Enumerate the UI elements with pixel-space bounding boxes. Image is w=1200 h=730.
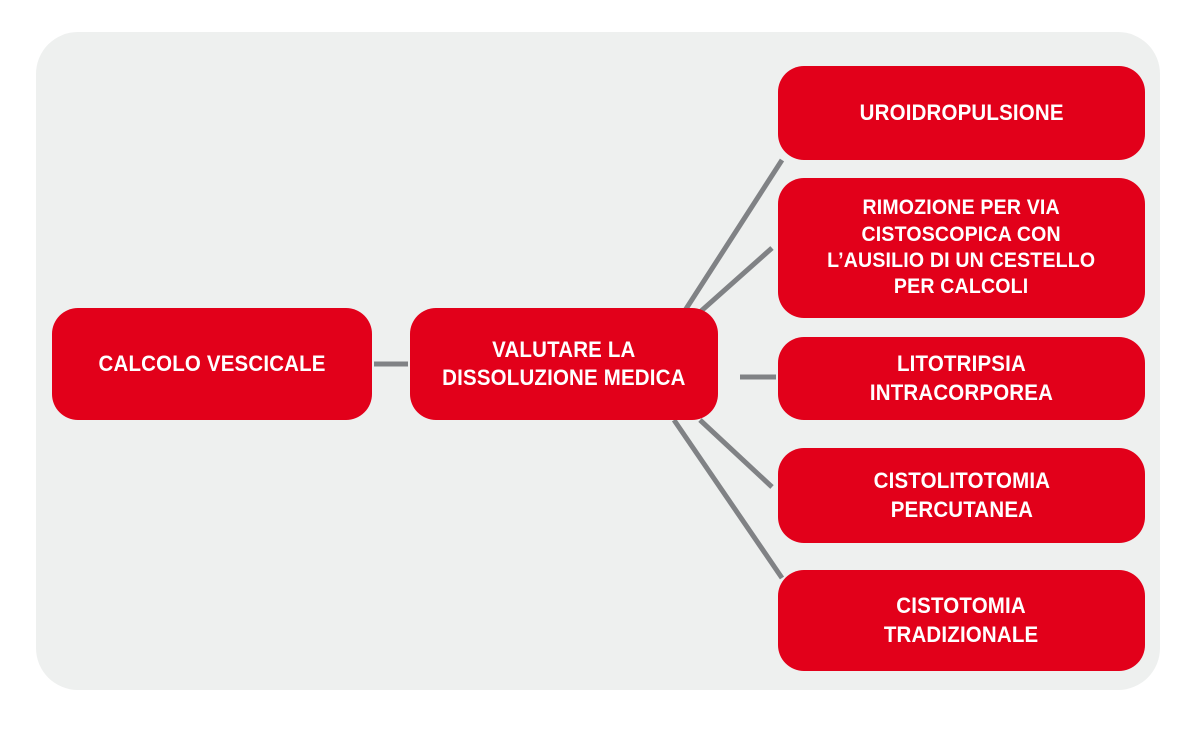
node-cistolitotomia-percutanea[interactable]: CISTOLITOTOMIA PERCUTANEA [778, 448, 1145, 543]
node-rimozione-cistoscopica[interactable]: RIMOZIONE PER VIA CISTOSCOPICA CON L’AUS… [778, 178, 1145, 318]
node-label: LITOTRIPSIA INTRACORPOREA [869, 351, 1054, 405]
connector-evaluate-to-uroidropulsione [681, 158, 785, 314]
connector-evaluate-to-rimozione-cistoscopica [698, 246, 774, 314]
node-label: VALUTARE LA DISSOLUZIONE MEDICA [442, 336, 686, 390]
node-calcolo-vescicale[interactable]: CALCOLO VESCICALE [52, 308, 372, 420]
connector-evaluate-to-cistolitotomia [698, 418, 774, 489]
node-label: RIMOZIONE PER VIA CISTOSCOPICA CON L’AUS… [827, 196, 1096, 299]
node-cistotomia-tradizionale[interactable]: CISTOTOMIA TRADIZIONALE [778, 570, 1145, 671]
node-label: CALCOLO VESCICALE [98, 350, 326, 376]
node-label: CISTOLITOTOMIA PERCUTANEA [873, 468, 1050, 522]
node-uroidropulsione[interactable]: UROIDROPULSIONE [778, 66, 1145, 160]
node-label: UROIDROPULSIONE [859, 99, 1064, 125]
connector-evaluate-to-cistotomia [671, 418, 785, 580]
node-litotripsia-intracorporea[interactable]: LITOTRIPSIA INTRACORPOREA [778, 337, 1145, 420]
node-label: CISTOTOMIA TRADIZIONALE [884, 593, 1039, 647]
node-valutare-la-dissoluzione-medica[interactable]: VALUTARE LA DISSOLUZIONE MEDICA [410, 308, 718, 420]
